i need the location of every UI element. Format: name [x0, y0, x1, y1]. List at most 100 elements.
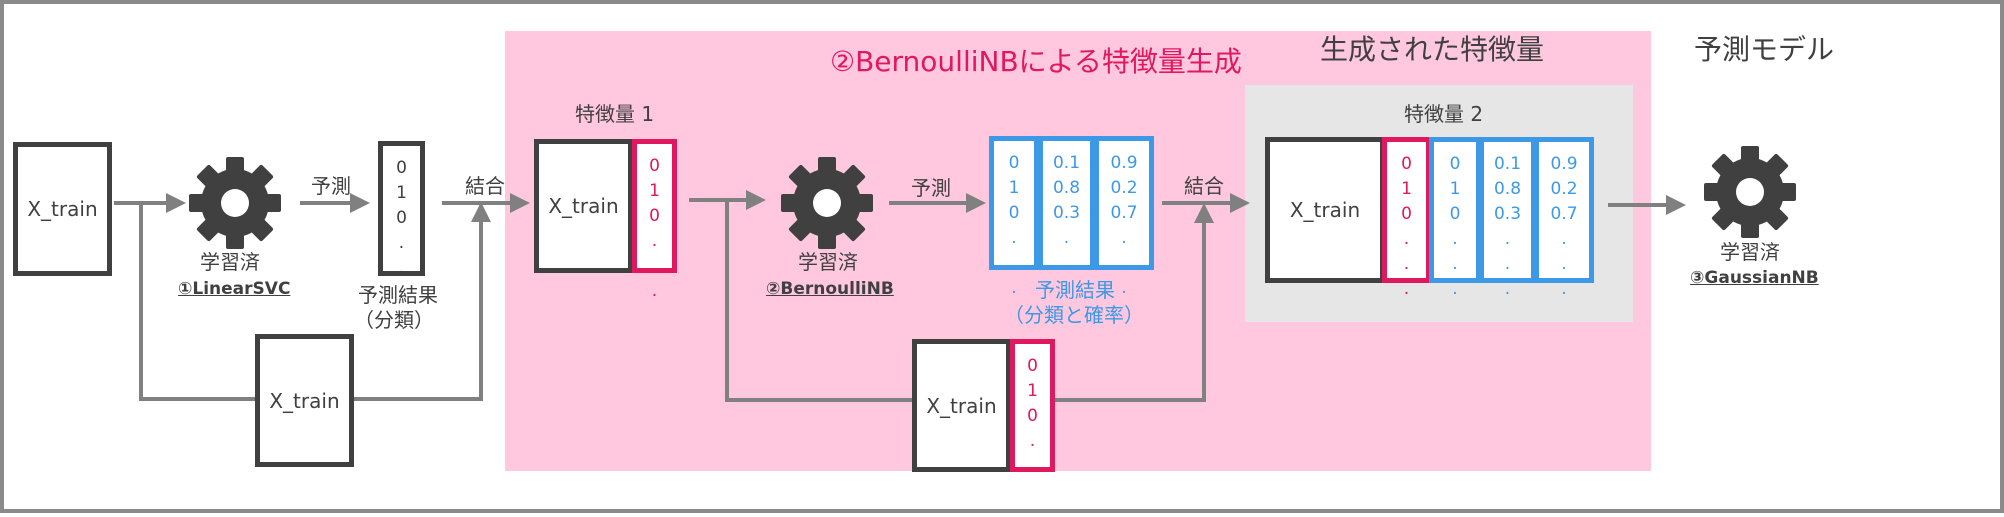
- feature1-lower-x-train-box: X_train: [912, 339, 1011, 472]
- stage2-prob-column-b: 0.9 0.2 0.7 . . .: [1094, 136, 1154, 298]
- feature2-value: 0: [1401, 154, 1412, 174]
- stage2-prob-column-a: 0.1 0.8 0.3 . . .: [1038, 136, 1095, 298]
- prob-value: 0.9: [1110, 153, 1138, 173]
- feature1-value: .: [651, 281, 658, 301]
- prob-value: .: [1121, 253, 1127, 273]
- stage2-result-caption-line1: 予測結果: [1035, 278, 1115, 302]
- feature1-x-train-box: X_train: [534, 139, 633, 273]
- feature2-value: .: [1452, 229, 1458, 249]
- class-value: .: [1011, 253, 1017, 273]
- branch-feature1b-to-combine: [1054, 203, 1214, 402]
- result-value: .: [398, 283, 405, 303]
- feature2-value: 1: [1449, 179, 1461, 199]
- feature2-value: .: [1504, 254, 1511, 274]
- feature2-value: 0.7: [1550, 204, 1578, 224]
- feature1-value: .: [651, 231, 658, 251]
- linearsvc-trained-caption: 学習済: [200, 250, 260, 274]
- feature2-value: .: [1561, 229, 1567, 249]
- predict-label-1: 予測: [311, 174, 351, 198]
- feature2-x-train-box: X_train: [1265, 137, 1385, 283]
- linearsvc-model-name: ①LinearSVC: [178, 279, 291, 299]
- prob-value: 0.3: [1052, 203, 1081, 223]
- feature2-value: 0: [1449, 154, 1461, 174]
- bernoulli-trained-caption: 学習済: [798, 250, 858, 274]
- feature2-value: .: [1452, 254, 1458, 274]
- feature2-value: 1: [1401, 179, 1412, 199]
- feature1-label: 特徴量 1: [575, 102, 655, 126]
- x-train-input-label: X_train: [27, 197, 98, 221]
- result-value: 0: [396, 208, 407, 228]
- result-value: 1: [396, 183, 407, 203]
- branch-xtrain-bottom-left: [139, 203, 255, 401]
- feature2-value: 0.2: [1550, 179, 1578, 199]
- combine-label-2: 結合: [1184, 174, 1224, 198]
- feature2-blue-column-2: 0.1 0.8 0.3 . . .: [1479, 137, 1536, 299]
- result-value: .: [398, 233, 405, 253]
- stage2-class-column: 0 1 0 . . .: [989, 136, 1039, 298]
- feature2-value: 0: [1401, 204, 1412, 224]
- prob-value: .: [1121, 228, 1127, 248]
- feature1-value: .: [1029, 456, 1036, 476]
- feature2-value: 0.8: [1493, 179, 1522, 199]
- result-value: 0: [396, 158, 407, 178]
- connector-arrows: [114, 190, 1686, 402]
- bernoulli-model-name: ②BernoulliNB: [766, 279, 894, 299]
- feature2-value: .: [1403, 254, 1410, 274]
- stage2-result-caption-line2: （分類と確率）: [1004, 303, 1144, 327]
- class-value: 0: [1008, 153, 1020, 173]
- result-value: .: [398, 258, 405, 278]
- gear-icon: [781, 157, 873, 249]
- gaussian-model-name: ③GaussianNB: [1690, 268, 1819, 288]
- prob-value: 0.7: [1110, 203, 1138, 223]
- feature1-value: 0: [1027, 356, 1038, 376]
- feature2-value: .: [1504, 229, 1511, 249]
- branch-feature1-bottom: [725, 200, 912, 402]
- feature1-value: 1: [649, 181, 660, 201]
- feature2-value: 0.9: [1550, 154, 1578, 174]
- class-value: 0: [1008, 203, 1020, 223]
- x-train-input-box: X_train: [13, 142, 112, 276]
- feature2-value: .: [1561, 279, 1567, 299]
- x-train-lower-label: X_train: [269, 388, 340, 413]
- feature1-lower-pink-column: 0 1 0 . .: [1010, 339, 1055, 476]
- prob-value: .: [1121, 278, 1127, 298]
- prob-value: 0.2: [1110, 178, 1138, 198]
- predict-label-2: 予測: [911, 176, 951, 200]
- feature2-value: .: [1561, 254, 1567, 274]
- feature1-value: .: [1029, 431, 1036, 451]
- feature2-x-train-label: X_train: [1289, 198, 1361, 222]
- prob-value: .: [1063, 253, 1070, 273]
- class-value: .: [1011, 278, 1017, 298]
- feature1-x-train-label: X_train: [548, 194, 619, 218]
- prob-value: 0.8: [1052, 178, 1081, 198]
- feature2-value: 0.1: [1493, 154, 1522, 174]
- feature1-value: 0: [1027, 406, 1038, 426]
- prob-value: 0.1: [1052, 153, 1081, 173]
- stage1-result-caption-line2: （分類）: [354, 308, 434, 332]
- feature1-pink-column: 0 1 0 . . .: [632, 139, 677, 301]
- feature1-value: 0: [649, 156, 660, 176]
- generated-features-heading: 生成された特徴量: [1320, 33, 1545, 66]
- feature2-value: .: [1403, 229, 1410, 249]
- combine-label-1: 結合: [465, 174, 505, 198]
- feature2-pink-column: 0 1 0 . . .: [1382, 137, 1431, 299]
- gaussian-trained-caption: 学習済: [1720, 240, 1780, 264]
- feature2-blue-column-3: 0.9 0.2 0.7 . . .: [1534, 137, 1594, 299]
- stage1-result-column: 0 1 0 . . .: [378, 141, 425, 303]
- feature2-label: 特徴量 2: [1404, 102, 1484, 126]
- feature2-blue-column-1: 0 1 0 . . .: [1429, 137, 1481, 299]
- class-value: .: [1011, 228, 1017, 248]
- feature1-lower-x-train-label: X_train: [926, 393, 997, 418]
- stage2-title: ②BernoulliNBによる特徴量生成: [830, 45, 1242, 78]
- feature1-value: .: [651, 256, 658, 276]
- x-train-lower-box: X_train: [255, 334, 354, 467]
- gear-icon: [189, 157, 281, 249]
- branch-xtrain-bottom-right: [354, 202, 491, 401]
- feature2-value: 0: [1449, 204, 1461, 224]
- prob-value: .: [1063, 278, 1070, 298]
- feature2-value: 0.3: [1493, 204, 1522, 224]
- feature1-value: 0: [649, 206, 660, 226]
- prob-value: .: [1063, 228, 1070, 248]
- feature2-value: .: [1504, 279, 1511, 299]
